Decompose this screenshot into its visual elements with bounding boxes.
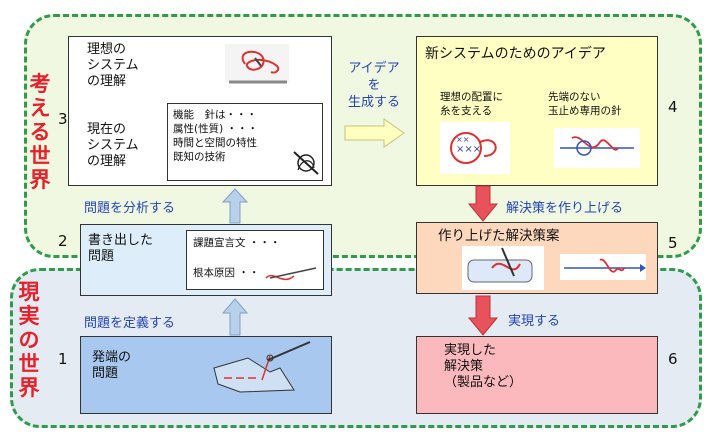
step3-detail-text: 機能 針は・・・ 属性(性質) ・・・ 時間と空間の特性 既知の技術 (173, 109, 259, 163)
down-arrow-realize (467, 295, 499, 336)
down-arrow-build (467, 185, 499, 222)
real-world-label: 現実の世界 (18, 280, 40, 400)
right-arrow-generate (344, 118, 405, 148)
generate-ideas-label: アイデアを 生成する (347, 61, 400, 110)
step1-number: 1 (58, 350, 68, 368)
initial-problem-sketch (213, 341, 311, 393)
idea1-label: 理想の配置に 糸を支える (440, 91, 503, 117)
realized-solution-label: 実現した 解決策 （製品など） (444, 343, 523, 390)
solution-draft-title: 作り上げた解決策案 (438, 228, 560, 244)
problem-statement-label: 課題宣言文 ・・・ (193, 237, 281, 249)
define-problem-label: 問題を定義する (84, 316, 176, 331)
step5-number: 5 (668, 234, 678, 252)
written-problem-label: 書き出した 問題 (88, 233, 154, 264)
initial-problem-label: 発端の 問題 (92, 350, 132, 381)
current-system-label: 現在の システム の理解 (87, 122, 139, 169)
solution-sketch-1 (462, 246, 544, 290)
step2-number: 2 (58, 232, 68, 250)
up-arrow-analyze (221, 188, 249, 224)
step6-number: 6 (668, 350, 678, 368)
svg-text:××: ×× (456, 135, 469, 144)
new-system-ideas-title: 新システムのためのアイデア (425, 46, 606, 62)
ideal-knot-sketch (225, 44, 289, 84)
ideal-system-label: 理想の システム の理解 (87, 42, 139, 89)
realize-label: 実現する (508, 314, 561, 329)
step1-box (80, 336, 332, 414)
step6-box (416, 336, 658, 414)
idea2-label: 先端のない 玉止め専用の針 (548, 91, 622, 117)
step2-detail-box (186, 230, 324, 290)
step4-number: 4 (668, 98, 678, 116)
current-needle-sketch (293, 151, 319, 175)
step3-number: 3 (58, 110, 68, 128)
build-solution-label: 解決策を作り上げる (506, 201, 624, 216)
think-world-label: 考える世界 (29, 72, 51, 192)
idea1-sketch: ××× ×× (440, 122, 510, 174)
svg-text:×××: ××× (456, 144, 481, 155)
root-cause-sketch (265, 267, 317, 281)
root-cause-label: 根本原因 ・・ (193, 267, 260, 279)
step3-detail-box (167, 103, 323, 181)
analyze-problem-label: 問題を分析する (84, 201, 176, 216)
up-arrow-define (221, 298, 249, 336)
solution-sketch-2 (560, 254, 646, 280)
idea2-sketch (554, 128, 640, 168)
